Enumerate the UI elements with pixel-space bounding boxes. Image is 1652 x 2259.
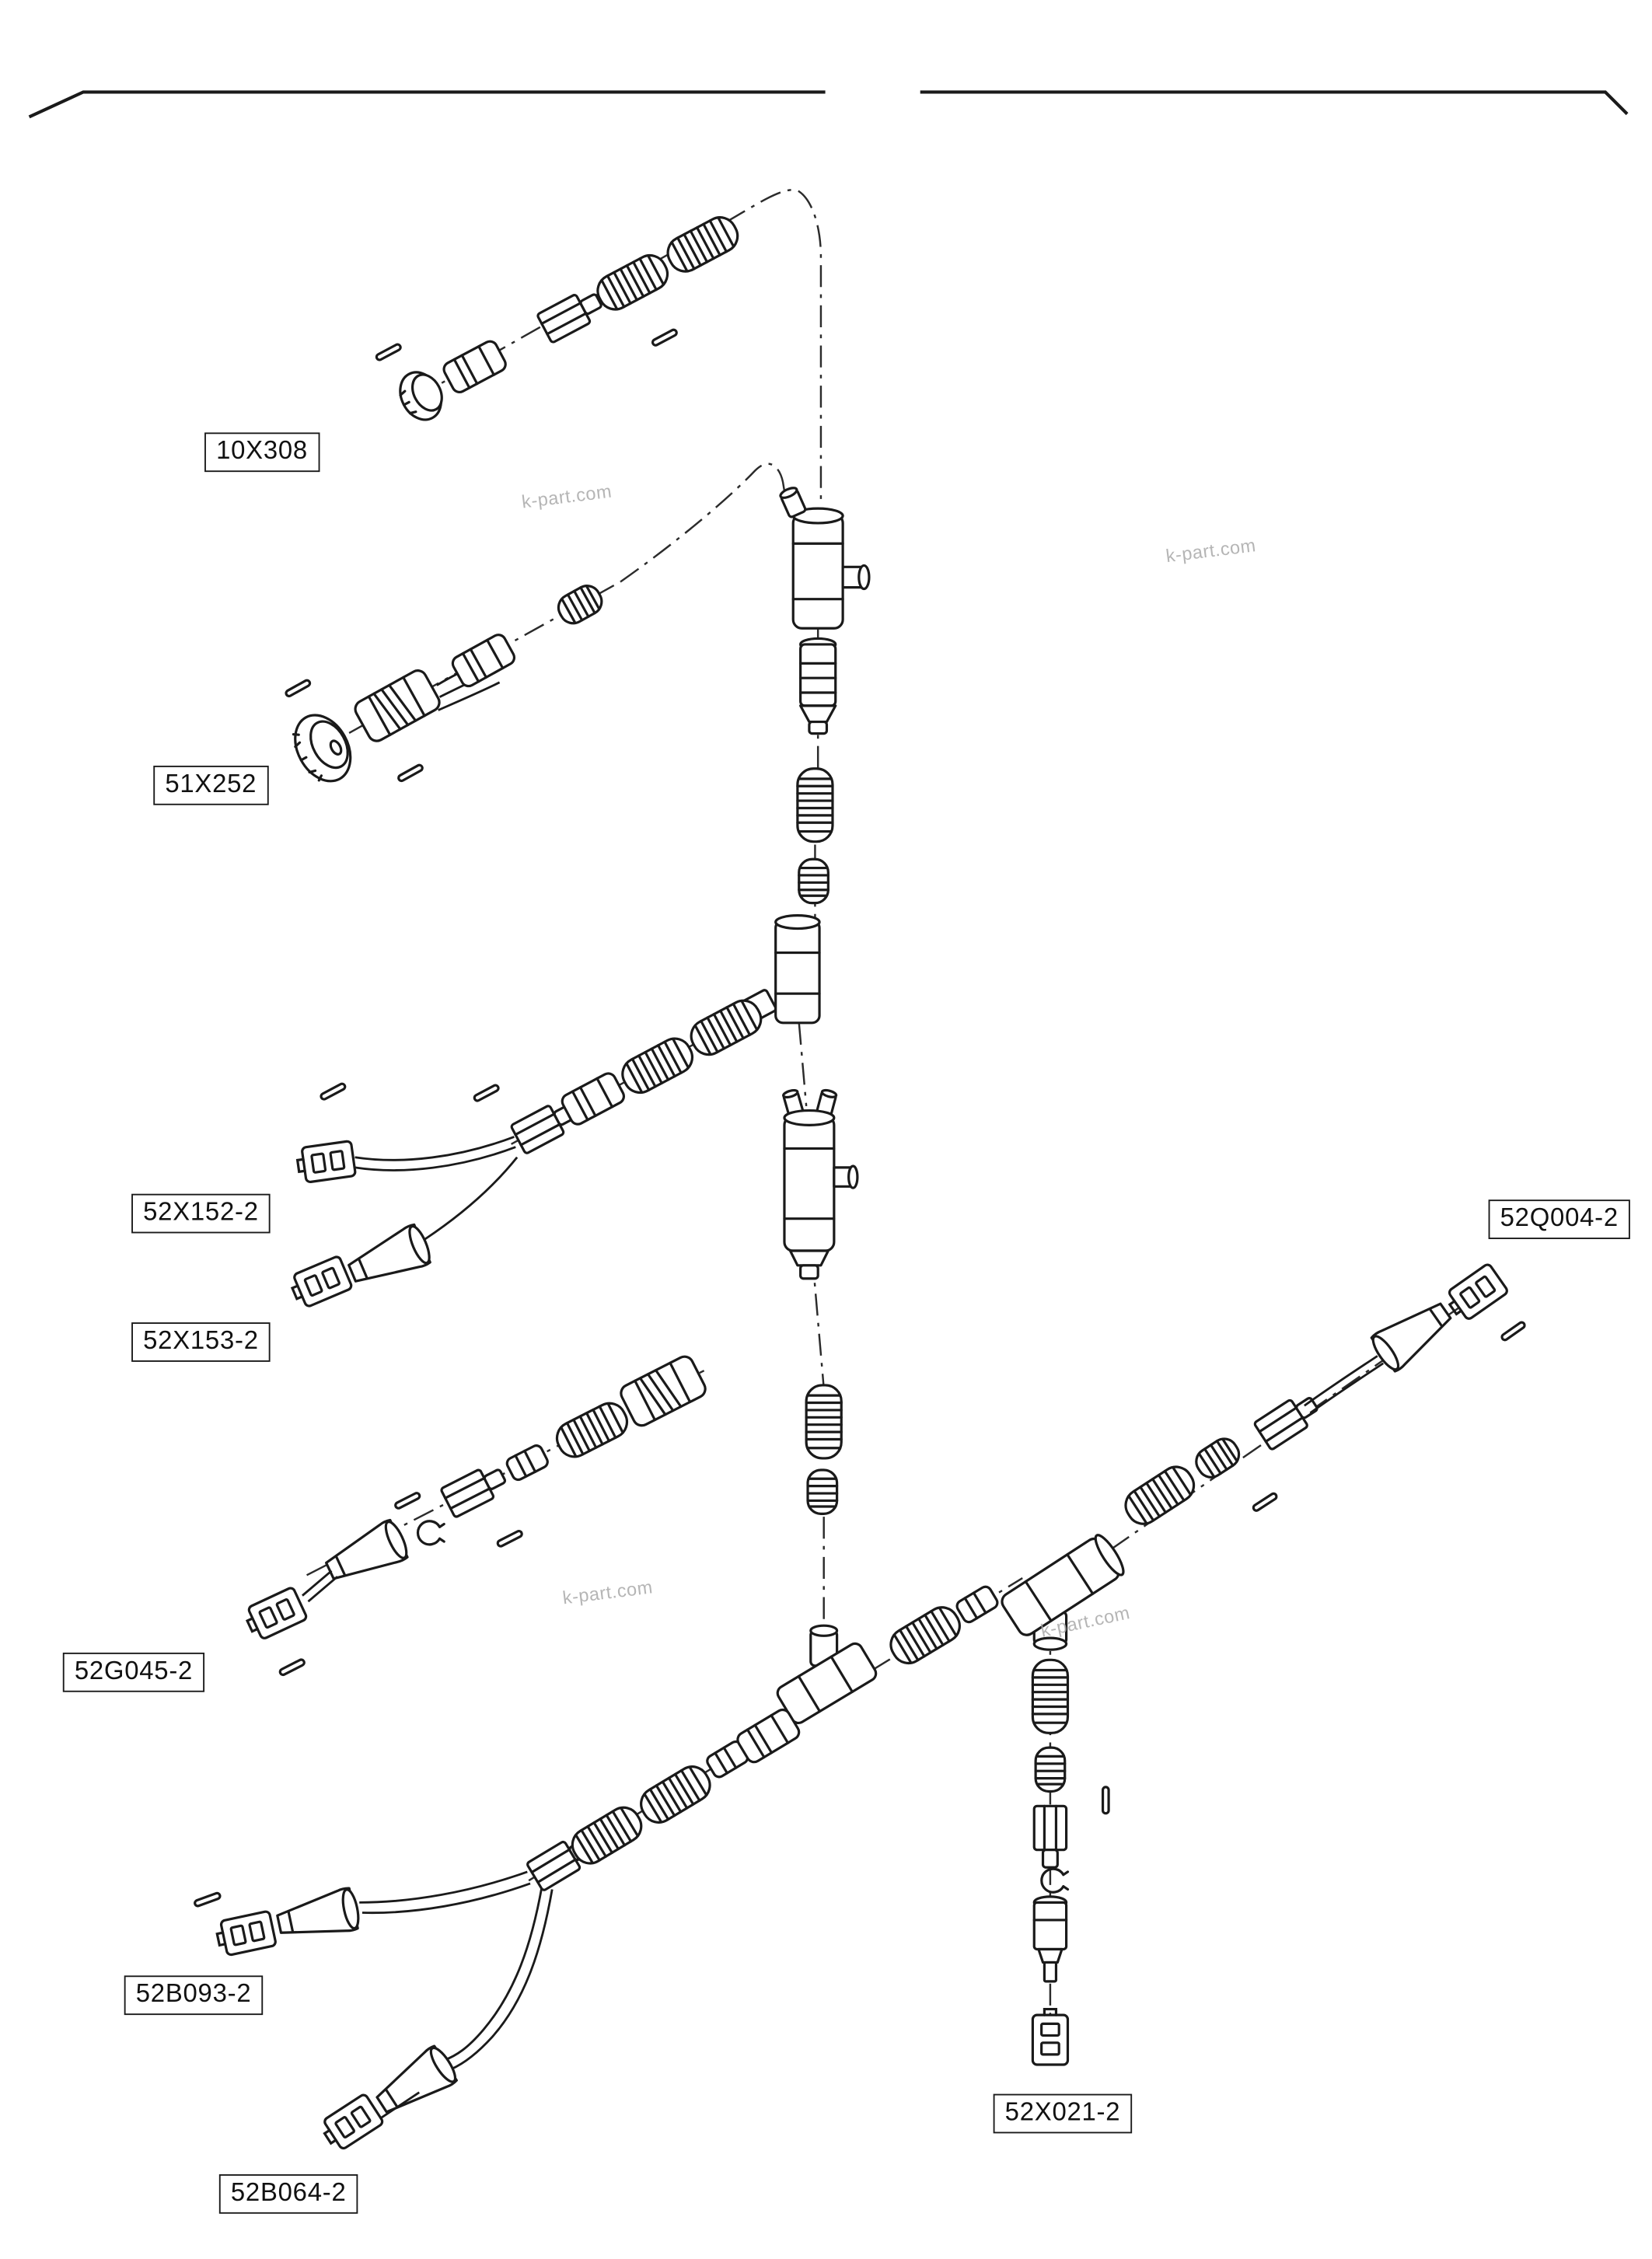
mid-coils [796,767,834,905]
harness-cable [302,1569,338,1603]
hex-fitting-icon [439,1459,512,1519]
pin-icon [650,327,679,348]
part-label-51X252: 51X252 [153,765,269,805]
spring-coil-icon [684,993,768,1062]
pin-icon [1101,1786,1110,1815]
spring-coil-icon [552,579,608,630]
harness-cable [359,1870,531,1915]
retaining-ring-icon [1040,1867,1070,1894]
connector-plug-icon [213,1909,278,1958]
cylinder-fitting-icon [504,1442,551,1483]
fitting-valve [799,637,837,735]
spring-coil-icon [805,1384,843,1460]
part-label-52Q004-2: 52Q004-2 [1488,1199,1630,1239]
spring-coil-icon [634,1759,718,1830]
connector-housing-icon [449,630,519,690]
retaining-ring-icon [416,1520,445,1546]
round-connector-icon [351,666,444,745]
pin-icon [1499,1320,1528,1342]
rubber-boot-icon [342,1221,435,1294]
pin-icon [284,678,313,699]
knurled-cap-icon [282,704,363,792]
connector-body-icon [440,337,510,396]
connector-plug-icon [1441,1262,1511,1325]
hex-fitting-icon [1032,1804,1068,1869]
harness-cable [424,1156,519,1241]
part-label-52X153-2: 52X153-2 [131,1322,271,1362]
hex-fitting-icon [536,285,608,344]
page-frame [28,90,1629,119]
assembly-52B093-52B064 [193,1583,1001,2155]
assembly-52Q004 [1001,1262,1528,1651]
spring-coil-icon [1034,1746,1067,1793]
spring-coil-icon [883,1600,967,1671]
sensor-body [1032,1895,1068,1983]
connector-body-icon [733,1706,803,1766]
pin-icon [495,1528,525,1548]
pin-icon [319,1081,348,1102]
pin-icon [278,1657,307,1678]
assembly-10X308 [374,210,745,428]
part-label-52B064-2: 52B064-2 [218,2173,358,2214]
rubber-boot-icon [368,2042,462,2124]
fitting-tee-lower [776,1624,878,1725]
spring-coil-icon [615,1032,700,1100]
harness-cable [354,1136,516,1171]
spring-coil-icon [1118,1459,1202,1531]
spring-coil-icon [661,210,745,278]
connector-plug-icon [316,2092,386,2155]
assembly-52X152-52X153 [286,993,768,1311]
spring-coil-icon [1189,1432,1245,1484]
part-label-10X308: 10X308 [204,432,320,472]
part-label-52X152-2: 52X152-2 [131,1193,271,1234]
spring-coil-icon [796,767,834,843]
harness-cable [1304,1355,1385,1414]
harness-cable [443,1886,554,2070]
fitting-tee-top [779,487,871,630]
assembly-51X252 [282,579,608,792]
cylinder-fitting-icon [953,1583,1001,1625]
spring-coil-icon [565,1800,649,1871]
pin-icon [193,1891,222,1908]
spring-coil-icon [1031,1658,1070,1734]
pin-icon [396,763,425,784]
lower-coils [805,1384,843,1515]
round-connector-icon [616,1352,710,1430]
part-label-52B093-2: 52B093-2 [124,1975,264,2015]
connector-body-icon [558,1070,628,1129]
pin-icon [374,342,403,362]
spring-coil-icon [591,248,675,316]
connector-plug-icon [286,1254,354,1311]
spring-coil-icon [550,1396,634,1464]
connector-plug-icon [241,1585,309,1643]
pin-icon [393,1490,422,1511]
rubber-boot-icon [273,1885,363,1947]
pin-icon [472,1083,501,1103]
centerlines [306,189,1485,2020]
spring-coil-icon [806,1468,839,1515]
pin-icon [1251,1491,1279,1514]
connector-plug-icon [294,1139,358,1185]
knurled-cap-icon [390,363,452,428]
part-label-52G045-2: 52G045-2 [62,1652,205,1692]
spring-coil-icon [798,857,829,905]
assembly-52G045 [241,1352,710,1678]
connector-plug-icon [1031,2007,1070,2066]
part-label-52X021-2: 52X021-2 [993,2093,1133,2134]
fitting-manifold [782,1088,859,1280]
leader-line [379,2091,421,2120]
assembly-52X021 [1031,1658,1110,2066]
